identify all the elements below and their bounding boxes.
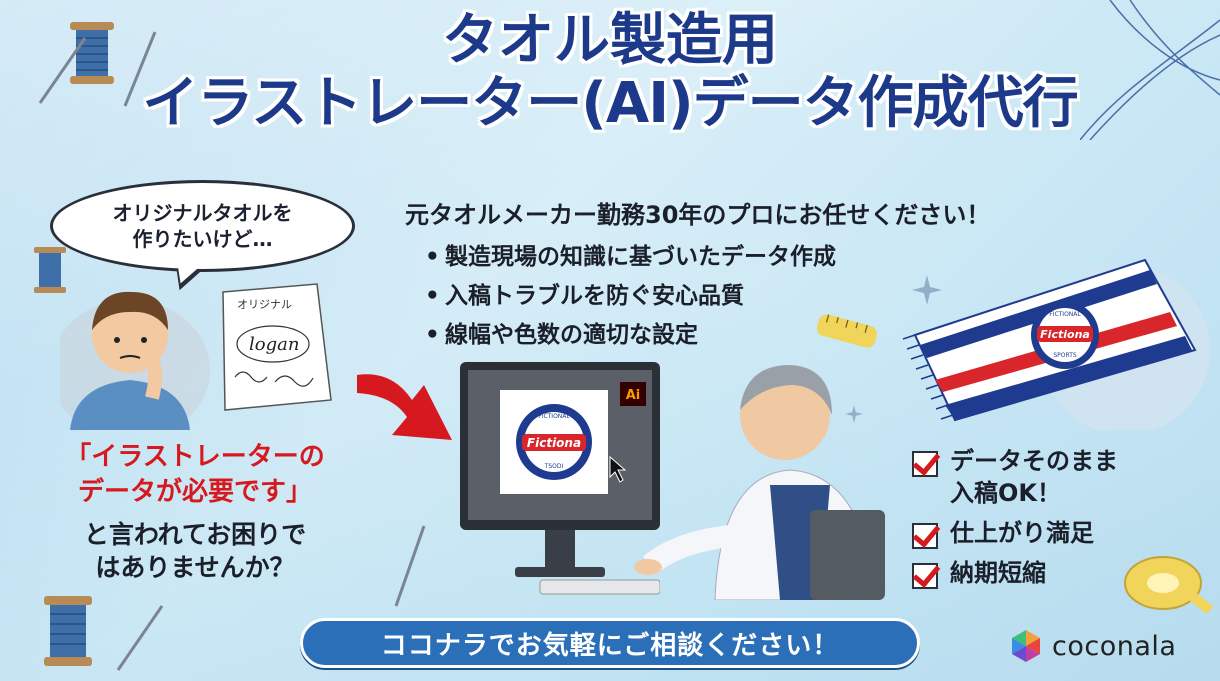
feature-list: •製造現場の知識に基づいたデータ作成 •入稿トラブルを防ぐ安心品質 •線幅や色数… bbox=[425, 238, 836, 355]
tape-measure-icon bbox=[816, 314, 878, 348]
sparkle-icon bbox=[845, 405, 863, 423]
feature-item: •製造現場の知識に基づいたデータ作成 bbox=[425, 238, 836, 277]
checklist-label: 納期短縮 bbox=[950, 559, 1046, 587]
feature-item: •線幅や色数の適切な設定 bbox=[425, 316, 836, 355]
question-line-1: と言われてお困りで bbox=[83, 520, 307, 549]
bubble-line-1: オリジナルタオルを bbox=[112, 201, 293, 225]
thread-spool-icon bbox=[34, 247, 66, 293]
checklist-label-line-1: データそのまま bbox=[950, 447, 1118, 475]
towel-logo-main: Fictiona bbox=[1040, 328, 1090, 341]
thread-spool-icon bbox=[44, 596, 92, 666]
ai-badge: Ai bbox=[626, 388, 641, 403]
question-line-2: はありませんか？ bbox=[95, 553, 295, 582]
craftsman-illustration bbox=[634, 365, 885, 600]
checkmark-icon bbox=[912, 523, 938, 549]
problem-highlight: 「イラストレーターの データが必要です」 bbox=[30, 440, 360, 510]
title-line-1: タオル製造用 bbox=[442, 8, 778, 73]
problem-question: と言われてお困りで はありませんか？ bbox=[30, 518, 360, 584]
bullet-dot: • bbox=[425, 244, 440, 270]
coconala-logo-icon bbox=[1012, 630, 1040, 662]
thread-lines bbox=[1080, 0, 1220, 140]
speech-bubble: オリジナルタオルを 作りたいけど… bbox=[50, 180, 355, 272]
feature-item: •入稿トラブルを防ぐ安心品質 bbox=[425, 277, 836, 316]
paper-logo-word: logan bbox=[249, 334, 299, 355]
bubble-line-2: 作りたいけど… bbox=[132, 227, 273, 251]
benefit-checklist: データそのまま 入稿OK！ 仕上がり満足 納期短縮 bbox=[912, 445, 1118, 597]
thread-spool-icon bbox=[70, 22, 114, 84]
needle-icon bbox=[394, 525, 426, 607]
headline: 元タオルメーカー勤務30年のプロにお任せください！ bbox=[405, 201, 991, 229]
computer-monitor-illustration: FICTIONAL Fictiona TSODI Ai bbox=[460, 362, 660, 595]
towel-illustration: FICTIONAL Fictiona SPORTS bbox=[902, 258, 1210, 430]
screen-logo-bottom: TSODI bbox=[544, 463, 564, 470]
towel-logo-top: FICTIONAL bbox=[1049, 311, 1081, 318]
screen-logo-main: Fictiona bbox=[527, 436, 581, 450]
screen-logo-top: FICTIONAL bbox=[538, 413, 570, 420]
problem-line-1: 「イラストレーターの bbox=[65, 442, 325, 472]
checklist-label: 仕上がり満足 bbox=[950, 519, 1094, 547]
coconala-logo[interactable]: coconala bbox=[1008, 628, 1176, 664]
feature-text: 線幅や色数の適切な設定 bbox=[445, 322, 698, 348]
consult-cta-button[interactable]: ココナラでお気軽にご相談ください！ bbox=[300, 618, 920, 668]
brand-name: coconala bbox=[1052, 630, 1177, 662]
feature-text: 製造現場の知識に基づいたデータ作成 bbox=[445, 244, 836, 270]
checklist-item: データそのまま 入稿OK！ bbox=[912, 445, 1118, 509]
page-title: タオル製造用 イラストレーター(AI)データ作成代行 bbox=[0, 8, 1220, 136]
problem-line-2: データが必要です」 bbox=[77, 477, 312, 508]
feature-text: 入稿トラブルを防ぐ安心品質 bbox=[445, 283, 744, 309]
checkmark-icon bbox=[912, 451, 938, 477]
tape-measure-icon bbox=[1124, 556, 1213, 614]
title-line-2: イラストレーター(AI)データ作成代行 bbox=[142, 70, 1078, 136]
checklist-item: 納期短縮 bbox=[912, 557, 1118, 589]
checklist-label-line-2: 入稿OK！ bbox=[950, 479, 1061, 507]
bullet-dot: • bbox=[425, 283, 440, 309]
needle-icon bbox=[116, 605, 164, 671]
sparkle-icon bbox=[912, 275, 942, 305]
paper-heading: オリジナル bbox=[237, 298, 292, 311]
logo-sketch-paper: オリジナル logan bbox=[222, 283, 332, 411]
needle-icon bbox=[38, 31, 157, 107]
checkmark-icon bbox=[912, 563, 938, 589]
towel-logo-bottom: SPORTS bbox=[1053, 352, 1077, 359]
worried-person-illustration bbox=[60, 291, 210, 430]
checklist-item: 仕上がり満足 bbox=[912, 517, 1118, 549]
bullet-dot: • bbox=[425, 322, 440, 348]
red-arrow-icon bbox=[357, 374, 452, 440]
checklist-label: データそのまま 入稿OK！ bbox=[950, 445, 1118, 509]
